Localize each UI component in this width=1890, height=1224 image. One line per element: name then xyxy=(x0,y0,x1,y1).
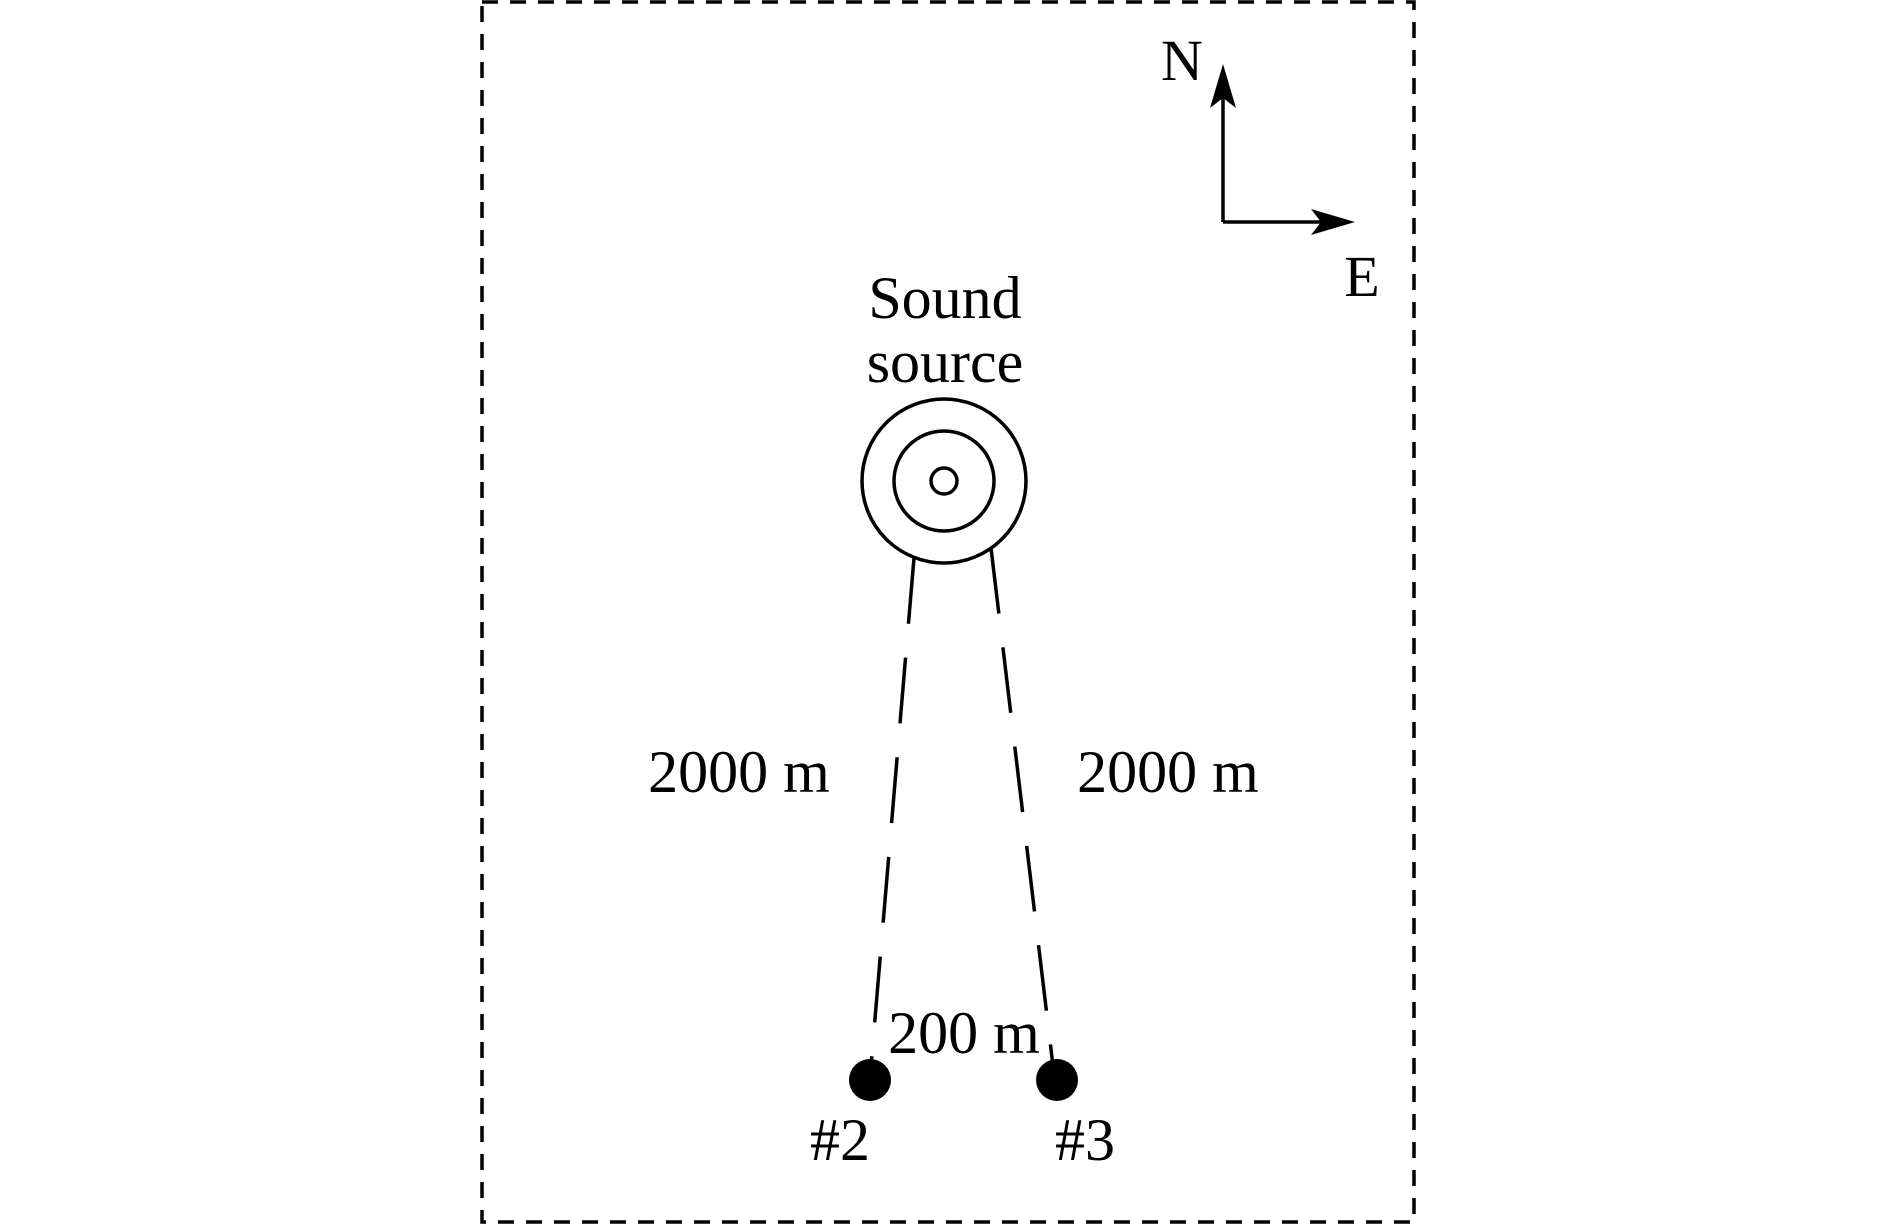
source-label-line1: Sound xyxy=(868,265,1021,331)
distance-line-right xyxy=(989,547,1055,1067)
receiver-2-label: #2 xyxy=(810,1107,870,1173)
distance-label-right: 2000 m xyxy=(1077,739,1259,805)
dashed-boundary xyxy=(480,0,1416,1224)
distance-line-left xyxy=(869,557,916,1067)
east-arrowhead xyxy=(1311,209,1355,235)
north-arrowhead xyxy=(1210,64,1236,108)
receiver-3-label: #3 xyxy=(1055,1107,1115,1173)
source-label-line2: source xyxy=(867,329,1024,395)
distance-label-left: 2000 m xyxy=(648,739,830,805)
receiver-3-marker xyxy=(1036,1059,1078,1101)
sound-source-icon xyxy=(860,397,1028,565)
compass: N E xyxy=(1161,28,1380,309)
distance-label-between: 200 m xyxy=(888,1000,1040,1066)
receiver-2-marker xyxy=(849,1059,891,1101)
north-label: N xyxy=(1161,28,1203,93)
east-label: E xyxy=(1344,244,1379,309)
